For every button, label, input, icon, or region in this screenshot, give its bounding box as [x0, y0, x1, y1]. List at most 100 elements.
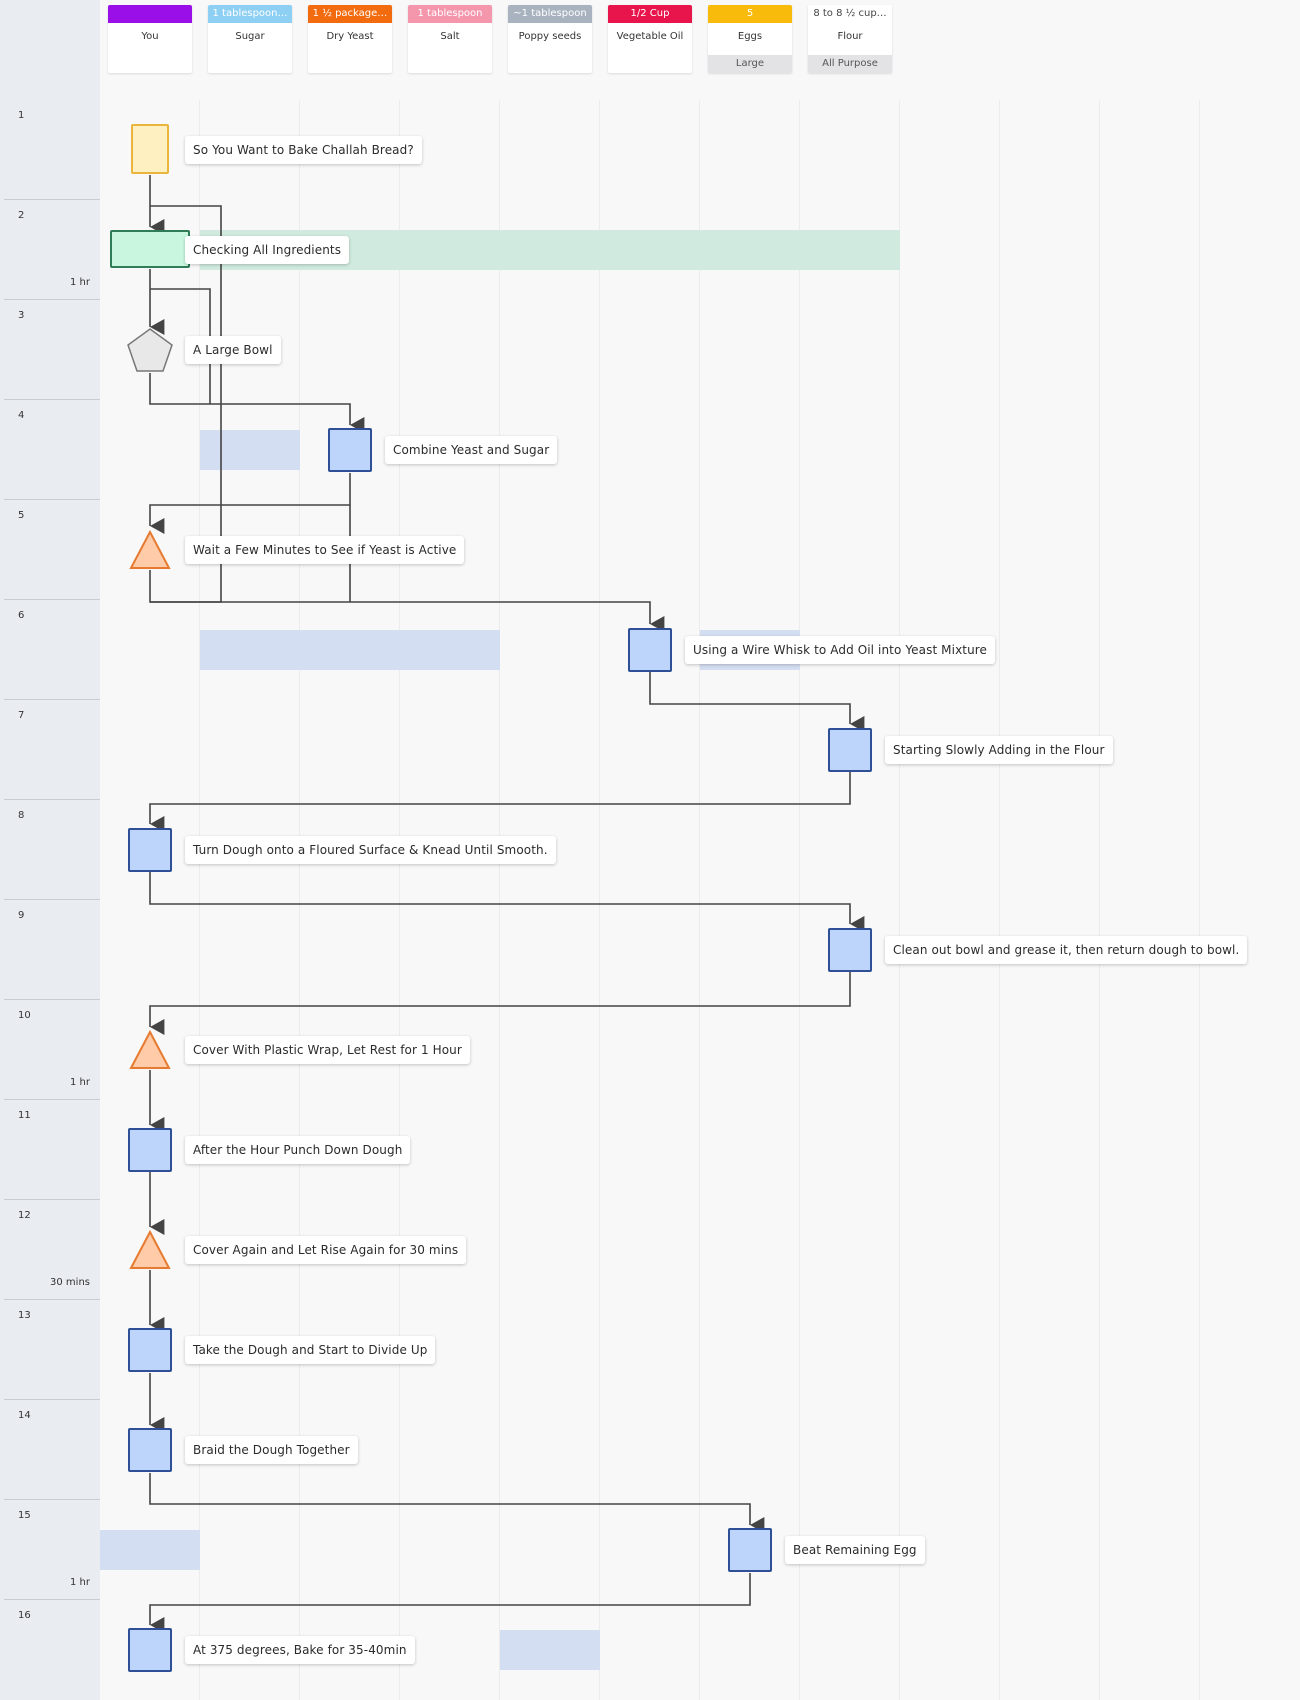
ingredient-card-vegetable-oil[interactable]: 1/2 Cup Vegetable Oil: [608, 5, 692, 73]
row-separator: [4, 1299, 100, 1300]
ingredient-card-salt[interactable]: 1 tablespoon Salt: [408, 5, 492, 73]
row-number: 4: [18, 410, 25, 421]
step-node[interactable]: [828, 728, 872, 772]
step-node[interactable]: [128, 1328, 172, 1372]
grid-line: [899, 100, 900, 1700]
connector: [149, 1573, 751, 1633]
row-number: 2: [18, 210, 25, 221]
grid-line: [699, 100, 700, 1700]
ingredient-variant: All Purpose: [808, 55, 892, 73]
connector: [149, 473, 351, 534]
step-label[interactable]: At 375 degrees, Bake for 35-40min: [185, 1636, 415, 1664]
row-number: 7: [18, 710, 25, 721]
step-label[interactable]: Clean out bowl and grease it, then retur…: [885, 936, 1248, 964]
connector: [149, 872, 865, 932]
step-node[interactable]: [128, 1128, 172, 1172]
row-number: 13: [18, 1310, 31, 1321]
grid-line: [199, 100, 200, 1700]
grid-line: [299, 100, 300, 1700]
triangle-shape: [129, 1030, 171, 1069]
ingredient-name: Sugar: [235, 31, 265, 42]
step-label[interactable]: Beat Remaining Egg: [785, 1536, 925, 1564]
step-node-ingredient[interactable]: [126, 327, 174, 373]
step-node-start[interactable]: [131, 124, 169, 174]
step-node[interactable]: [128, 1628, 172, 1672]
row-number: 12: [18, 1210, 31, 1221]
row-separator: [4, 599, 100, 600]
step-label[interactable]: Take the Dough and Start to Divide Up: [185, 1336, 436, 1364]
connector: [150, 288, 211, 404]
step-label[interactable]: Turn Dough onto a Floured Surface & Knea…: [185, 836, 556, 864]
connector: [149, 373, 365, 433]
connector: [149, 772, 851, 832]
ingredient-quantity: 8 to 8 ½ cup…: [808, 5, 892, 23]
row-separator: [4, 799, 100, 800]
row-duration: 1 hr: [70, 1077, 90, 1088]
ingredient-name: Dry Yeast: [326, 31, 374, 42]
ingredient-card-eggs[interactable]: 5 Eggs Large: [708, 5, 792, 73]
grid-line: [499, 100, 500, 1700]
ingredient-name: Flour: [837, 31, 863, 42]
row-number: 15: [18, 1510, 31, 1521]
step-label[interactable]: Braid the Dough Together: [185, 1436, 358, 1464]
row-number: 3: [18, 310, 25, 321]
step-label[interactable]: After the Hour Punch Down Dough: [185, 1136, 411, 1164]
row-number: 10: [18, 1010, 31, 1021]
row-separator: [4, 1499, 100, 1500]
step-label[interactable]: Cover Again and Let Rise Again for 30 mi…: [185, 1236, 467, 1264]
triangle-shape: [129, 1230, 171, 1269]
ingredient-card-sugar[interactable]: 1 tablespoon… Sugar: [208, 5, 292, 73]
step-label[interactable]: Checking All Ingredients: [185, 236, 350, 264]
step-node-wait[interactable]: [129, 1030, 171, 1070]
grid-line: [599, 100, 600, 1700]
step-node[interactable]: [328, 428, 372, 472]
step-label[interactable]: A Large Bowl: [185, 336, 281, 364]
row-duration: 1 hr: [70, 277, 90, 288]
row-number: 16: [18, 1610, 31, 1621]
ingredient-card-poppy-seeds[interactable]: ~1 tablespoon Poppy seeds: [508, 5, 592, 73]
connector: [649, 672, 865, 732]
step-node-checklist[interactable]: [110, 230, 190, 268]
connector: [149, 1473, 765, 1533]
step-label[interactable]: Cover With Plastic Wrap, Let Rest for 1 …: [185, 1036, 470, 1064]
row-duration: 30 mins: [50, 1277, 90, 1288]
ingredient-card-dry-yeast[interactable]: 1 ½ package… Dry Yeast: [308, 5, 392, 73]
ingredient-name: Vegetable Oil: [616, 31, 684, 42]
step-node[interactable]: [628, 628, 672, 672]
row-separator: [4, 1399, 100, 1400]
triangle-shape: [129, 530, 171, 569]
ingredient-band: [100, 1530, 200, 1570]
step-node-wait[interactable]: [129, 1230, 171, 1270]
row-separator: [4, 999, 100, 1000]
step-node-wait[interactable]: [129, 530, 171, 570]
ingredient-name: Salt: [440, 31, 460, 42]
step-label[interactable]: Wait a Few Minutes to See if Yeast is Ac…: [185, 536, 465, 564]
row-separator: [4, 1199, 100, 1200]
step-label[interactable]: Starting Slowly Adding in the Flour: [885, 736, 1113, 764]
step-node[interactable]: [128, 828, 172, 872]
connector: [149, 972, 851, 1035]
step-node[interactable]: [728, 1528, 772, 1572]
ingredient-band: [200, 430, 300, 470]
ingredient-quantity: 1 ½ package…: [308, 5, 392, 23]
grid-line: [1199, 100, 1200, 1700]
ingredient-variant: Large: [708, 55, 792, 73]
ingredient-quantity: [108, 5, 192, 23]
grid-line: [1099, 100, 1100, 1700]
ingredient-card-flour[interactable]: 8 to 8 ½ cup… Flour All Purpose: [808, 5, 892, 73]
step-node[interactable]: [828, 928, 872, 972]
ingredient-card-you[interactable]: You: [108, 5, 192, 73]
row-duration: 1 hr: [70, 1577, 90, 1588]
row-separator: [4, 299, 100, 300]
row-separator: [4, 1099, 100, 1100]
ingredient-name: You: [141, 31, 159, 42]
grid-line: [999, 100, 1000, 1700]
step-node[interactable]: [128, 1428, 172, 1472]
row-number: 8: [18, 810, 25, 821]
step-label[interactable]: So You Want to Bake Challah Bread?: [185, 136, 422, 164]
row-separator: [4, 399, 100, 400]
connector: [149, 570, 665, 632]
step-label[interactable]: Using a Wire Whisk to Add Oil into Yeast…: [685, 636, 996, 664]
step-label[interactable]: Combine Yeast and Sugar: [385, 436, 558, 464]
